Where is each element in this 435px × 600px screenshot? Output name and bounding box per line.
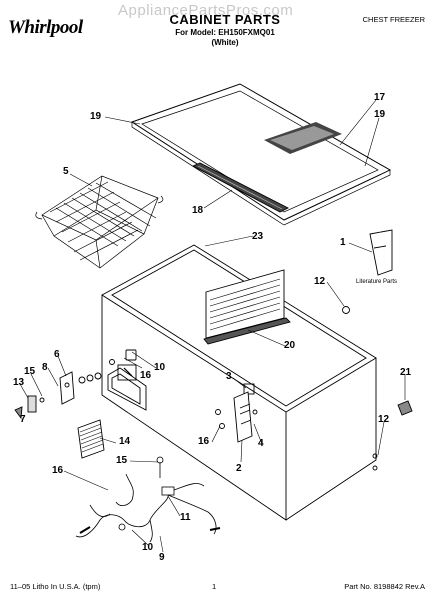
wire-basket	[35, 175, 164, 269]
callout-4: 4	[258, 438, 264, 449]
callout-3: 3	[226, 371, 232, 382]
callout-19: 19	[374, 109, 386, 120]
page-title: CABINET PARTS	[169, 12, 281, 27]
control-bracket	[14, 371, 102, 420]
callout-19: 19	[90, 111, 102, 122]
callout-5: 5	[63, 166, 69, 177]
callout-18: 18	[192, 205, 204, 216]
footer-page-number: 1	[212, 582, 217, 591]
callout-21: 21	[400, 367, 412, 378]
callout-16: 16	[52, 465, 64, 476]
callout-11: 11	[180, 512, 191, 523]
brand-logo: Whirlpool	[8, 17, 83, 38]
callout-2: 2	[236, 463, 242, 474]
literature-booklet	[369, 229, 393, 276]
callout-15: 15	[116, 455, 128, 466]
hinge-assembly	[215, 383, 258, 443]
leader-lines	[19, 99, 406, 553]
callout-12: 12	[378, 414, 390, 425]
color-line: (White)	[211, 38, 239, 47]
model-line: For Model: EH150FXMQ01	[175, 28, 275, 37]
callout-12: 12	[314, 276, 326, 287]
divider-panel	[203, 269, 291, 345]
wiring-harness	[75, 456, 221, 543]
callout-17: 17	[374, 92, 386, 103]
callout-16: 16	[198, 436, 210, 447]
callout-7: 7	[20, 414, 26, 425]
callout-1: 1	[340, 237, 346, 248]
category-label: CHEST FREEZER	[362, 15, 425, 24]
callout-9: 9	[159, 552, 165, 563]
callout-6: 6	[54, 349, 60, 360]
callout-10: 10	[142, 542, 154, 553]
callout-23: 23	[252, 231, 264, 242]
footer-litho: 11–05 Litho In U.S.A. (tpm)	[10, 582, 101, 591]
callout-8: 8	[42, 362, 48, 373]
hinge-strip	[191, 162, 289, 213]
callout-15: 15	[24, 366, 36, 377]
lid-frame	[130, 83, 392, 226]
callout-16: 16	[140, 370, 152, 381]
thermostat	[109, 349, 137, 381]
literature-parts-label: Literature Parts	[356, 279, 398, 285]
watermark: AppliancePartsPros.com	[118, 2, 294, 19]
leveling-foot	[397, 400, 413, 416]
vent-grille	[77, 419, 105, 459]
model-info: For Model: EH150FXMQ01 (White)	[150, 28, 300, 48]
callout-10: 10	[154, 362, 166, 373]
callout-14: 14	[119, 436, 131, 447]
callout-20: 20	[284, 340, 296, 351]
callout-13: 13	[13, 377, 25, 388]
footer-part-number: Part No. 8198842 Rev.A	[344, 582, 425, 591]
